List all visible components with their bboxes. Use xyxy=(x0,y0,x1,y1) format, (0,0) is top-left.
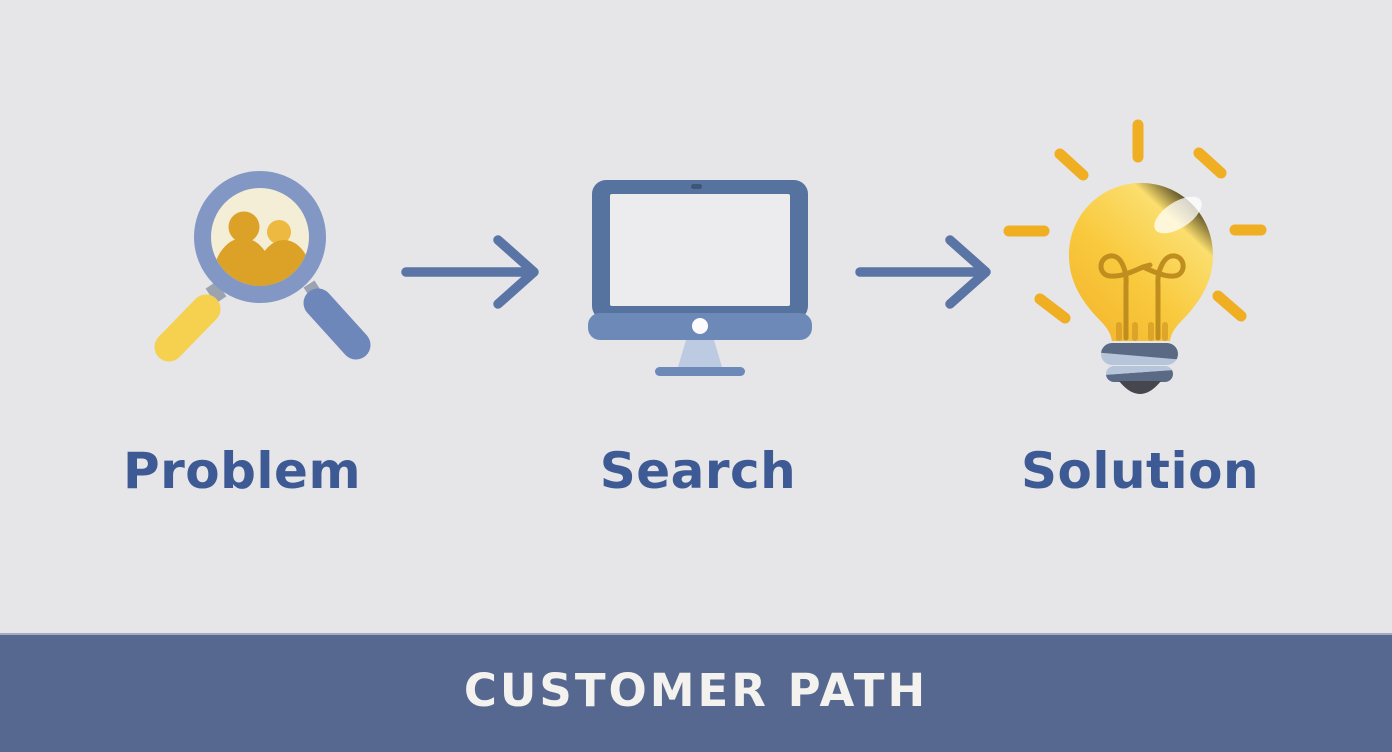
magnifier-handle-blue xyxy=(303,288,371,360)
step-label-problem: Problem xyxy=(122,442,362,500)
magnifier-rim xyxy=(194,171,326,303)
person-head-small xyxy=(267,220,291,244)
monitor-camera-dot xyxy=(691,184,702,189)
bulb-neck-ridges xyxy=(1116,322,1168,341)
arrow-right-icon xyxy=(855,235,991,309)
lightbulb-icon xyxy=(1003,119,1267,394)
step-label-search: Search xyxy=(599,442,797,500)
bulb-rays xyxy=(1003,119,1267,324)
arrow-right-icon xyxy=(401,235,539,309)
bulb-screw-bottom xyxy=(1106,366,1173,382)
monitor-icon xyxy=(588,180,812,376)
magnifier-people-icon xyxy=(154,171,371,362)
step-label-solution: Solution xyxy=(1020,442,1260,500)
monitor-stand xyxy=(678,340,722,367)
monitor-power-dot xyxy=(692,318,708,334)
banner: CUSTOMER PATH xyxy=(0,633,1392,752)
magnifier-handle-yellow xyxy=(154,294,221,362)
bulb-filament xyxy=(1098,253,1186,341)
magnifier-connector-left xyxy=(205,281,227,304)
banner-title: CUSTOMER PATH xyxy=(463,664,929,717)
person-head-large xyxy=(228,211,260,243)
monitor-screen xyxy=(610,194,790,306)
bulb-screw-top xyxy=(1101,343,1178,365)
bulb-highlight xyxy=(1154,196,1202,234)
bulb-cap xyxy=(1119,381,1161,394)
monitor-base xyxy=(655,367,745,376)
